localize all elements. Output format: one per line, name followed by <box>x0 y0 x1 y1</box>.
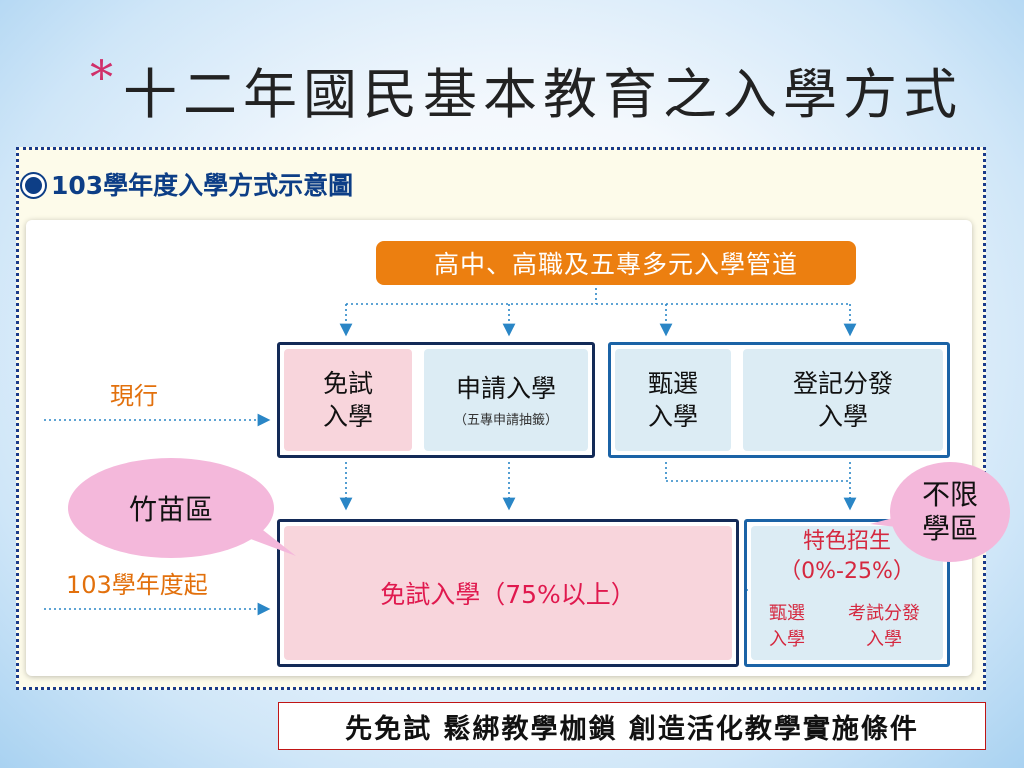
slide-title: *十二年國民基本教育之入學方式 <box>90 50 990 129</box>
current-selection-box: 甄選 入學 <box>615 349 731 451</box>
title-star-icon: * <box>90 50 119 104</box>
current-exam-free-apply-group <box>277 342 595 458</box>
feature-range: （0%-25%） <box>779 559 915 584</box>
current-selection-line1: 甄選 <box>647 369 698 398</box>
current-registration-line2: 入學 <box>817 402 868 431</box>
current-apply-note: （五專申請抽籤） <box>453 413 558 428</box>
section-title-text: 103學年度入學方式示意圖 <box>51 171 354 200</box>
section-title: 103學年度入學方式示意圖 <box>22 166 353 202</box>
pathways-banner: 高中、高職及五專多元入學管道 <box>376 241 856 285</box>
current-exam-free-line1: 免試 <box>322 369 373 398</box>
new-exam-free-box: 免試入學（75%以上） <box>284 526 732 660</box>
slogan-text: 先免試 鬆綁教學枷鎖 創造活化教學實施條件 <box>345 713 919 745</box>
current-selection-line2: 入學 <box>647 402 698 431</box>
callout-bubble-left: 竹苗區 <box>68 458 274 558</box>
callout-bubble-right-line1: 不限 <box>921 478 978 511</box>
slogan-banner: 先免試 鬆綁教學枷鎖 創造活化教學實施條件 <box>278 702 986 750</box>
callout-bubble-left-text: 竹苗區 <box>128 493 213 526</box>
current-selection-registration-group <box>608 342 950 458</box>
current-exam-free-box: 免試 入學 <box>284 349 412 451</box>
label-current: 現行 <box>110 382 158 410</box>
feature-title: 特色招生 <box>802 529 891 554</box>
current-exam-free-line2: 入學 <box>322 402 373 431</box>
feature-admission-group <box>744 519 950 667</box>
current-registration-line1: 登記分發 <box>792 369 893 398</box>
slide-title-text: 十二年國民基本教育之入學方式 <box>123 63 963 126</box>
feature-selection-line1: 甄選 <box>769 603 805 624</box>
new-exam-free-label: 免試入學（75%以上） <box>380 580 636 609</box>
feature-exam-box: 考試分發 入學 <box>826 594 942 656</box>
label-from-103: 103學年度起 <box>66 571 208 599</box>
feature-selection-box: 甄選 入學 <box>751 594 823 656</box>
feature-selection-line2: 入學 <box>769 629 805 650</box>
current-apply-box: 申請入學 （五專申請抽籤） <box>424 349 588 451</box>
bullet-circle-icon <box>22 173 45 197</box>
current-apply-label: 申請入學 <box>455 374 556 403</box>
callout-bubble-right-line2: 學區 <box>921 512 978 545</box>
feature-exam-line1: 考試分發 <box>848 603 920 624</box>
feature-exam-line2: 入學 <box>866 629 902 650</box>
current-registration-box: 登記分發 入學 <box>743 349 943 451</box>
feature-title-box: 特色招生 （0%-25%） <box>751 526 943 588</box>
callout-bubble-right: 不限 學區 <box>890 462 1010 562</box>
new-exam-free-group <box>277 519 739 667</box>
